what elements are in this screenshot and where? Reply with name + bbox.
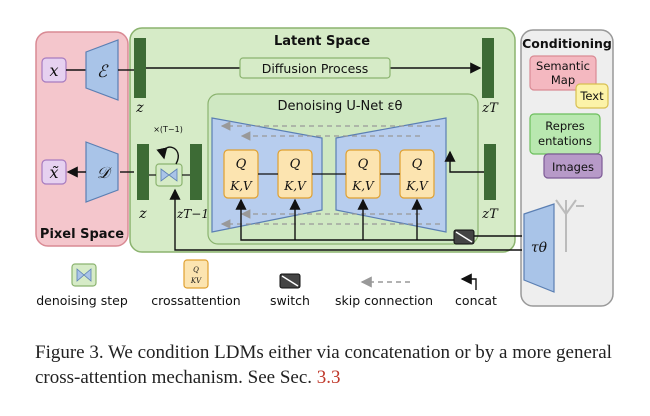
- repeat-label: ×(T−1): [153, 125, 183, 134]
- crossattn-block-1: Q K,V: [223, 149, 259, 199]
- images-box: [543, 153, 603, 179]
- latent-space-title: Latent Space: [274, 34, 370, 49]
- decoder-symbol: 𝒟: [97, 163, 113, 182]
- conditioning-title: Conditioning: [522, 36, 612, 51]
- svg-text:K,V: K,V: [229, 179, 253, 193]
- caption-section-ref[interactable]: 3.3: [316, 367, 341, 388]
- latent-z-top-label: z: [135, 100, 144, 116]
- text-label: Text: [579, 89, 604, 103]
- latent-z-bottom-label: z: [138, 206, 147, 222]
- tau-symbol: τθ: [531, 240, 548, 256]
- encoder-symbol: ℰ: [97, 62, 109, 82]
- images-label: Images: [552, 160, 594, 174]
- svg-text:KV: KV: [190, 277, 202, 285]
- svg-text:Q: Q: [290, 157, 301, 172]
- diffusion-process-label: Diffusion Process: [262, 61, 369, 76]
- semantic-map-box: [529, 55, 597, 91]
- latent-zT-1-bar: [190, 144, 202, 200]
- latent-zT-bottom-label: zT: [481, 207, 499, 222]
- svg-text:crossattention: crossattention: [151, 293, 240, 308]
- diffusion-process-box: [239, 57, 391, 79]
- text-box: [575, 83, 609, 109]
- svg-text:skip connection: skip connection: [335, 293, 433, 308]
- input-x-symbol: x: [49, 61, 58, 80]
- crossattn-block-4: Q K,V: [399, 149, 435, 199]
- legend-concat: concat: [455, 273, 497, 308]
- legend-denoising-step: denoising step: [36, 263, 128, 308]
- latent-zT-top-label: zT: [481, 101, 499, 116]
- svg-text:denoising step: denoising step: [36, 293, 128, 308]
- latent-zT-1-label: zT−1: [176, 207, 209, 221]
- latent-z-top-bar: [134, 38, 146, 98]
- latent-zT-bottom-bar: [484, 144, 496, 200]
- output-x-tilde-box: [41, 159, 67, 185]
- encoder-trapezoid: [85, 39, 119, 101]
- legend-crossattention: Q KV crossattention: [151, 259, 241, 308]
- latent-z-bottom-bar: [137, 144, 149, 200]
- crossattn-block-3: Q K,V: [345, 149, 381, 199]
- caption-text: Figure 3. We condition LDMs either via c…: [35, 342, 612, 388]
- svg-text:K,V: K,V: [283, 179, 307, 193]
- latent-zT-top-bar: [482, 38, 494, 98]
- svg-text:Q: Q: [412, 157, 423, 172]
- crossattn-block-2: Q K,V: [277, 149, 313, 199]
- legend-switch: switch: [270, 273, 310, 308]
- svg-text:Q: Q: [358, 157, 369, 172]
- svg-text:switch: switch: [270, 293, 310, 308]
- legend-skip-connection: skip connection: [335, 276, 433, 308]
- pixel-space-label: Pixel Space: [40, 227, 124, 242]
- svg-text:K,V: K,V: [351, 179, 375, 193]
- tau-encoder-trapezoid: [523, 203, 555, 293]
- figure-caption: Figure 3. We condition LDMs either via c…: [35, 340, 635, 390]
- output-x-tilde-symbol: x̃: [49, 163, 58, 182]
- decoder-trapezoid: [85, 141, 119, 203]
- svg-text:Q: Q: [193, 266, 199, 274]
- svg-text:K,V: K,V: [405, 179, 429, 193]
- svg-text:Q: Q: [236, 157, 247, 172]
- unet-title: Denoising U-Net εθ: [278, 99, 403, 114]
- svg-text:concat: concat: [455, 293, 497, 308]
